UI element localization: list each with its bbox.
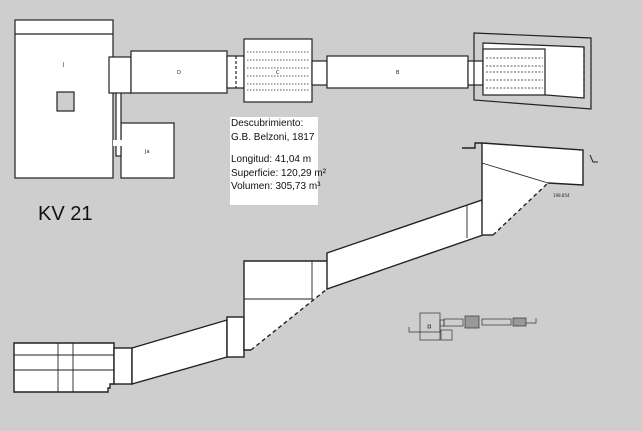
surface: Superficie: 120,29 m² (231, 167, 327, 179)
corridor-b (326, 55, 469, 89)
section-upper-corridor (326, 199, 484, 290)
section-middle-room (244, 261, 327, 350)
connector-ba (467, 60, 484, 86)
plan-view (14, 19, 592, 179)
connector-cb (311, 60, 328, 86)
label-c: C (276, 70, 280, 76)
mini-map (408, 312, 537, 341)
connector-jd (108, 56, 132, 94)
label-j: J (62, 62, 64, 68)
tomb-title: KV 21 (38, 203, 93, 225)
label-ja: Ja (144, 149, 150, 155)
elevation-label: 198.854 (553, 193, 570, 198)
section-view (13, 142, 598, 393)
info-box: Descubrimiento: G.B. Belzoni, 1817 Longi… (230, 117, 327, 205)
discovery-label: Descubrimiento: (231, 118, 304, 129)
chamber-ja (120, 122, 175, 179)
section-burial-chamber (13, 342, 115, 393)
discovery-value: G.B. Belzoni, 1817 (231, 131, 315, 143)
section-lower-corridor (131, 319, 228, 385)
volume: Volumen: 305,73 m³ (231, 181, 321, 192)
entrance-outer (473, 32, 592, 110)
section-entrance (482, 143, 583, 235)
label-b: B (396, 70, 400, 76)
length: Longitud: 41,04 m (231, 154, 312, 165)
pillar (56, 91, 75, 112)
label-d: D (177, 70, 181, 76)
corridor-d (130, 50, 228, 94)
corridor-c (243, 38, 313, 103)
